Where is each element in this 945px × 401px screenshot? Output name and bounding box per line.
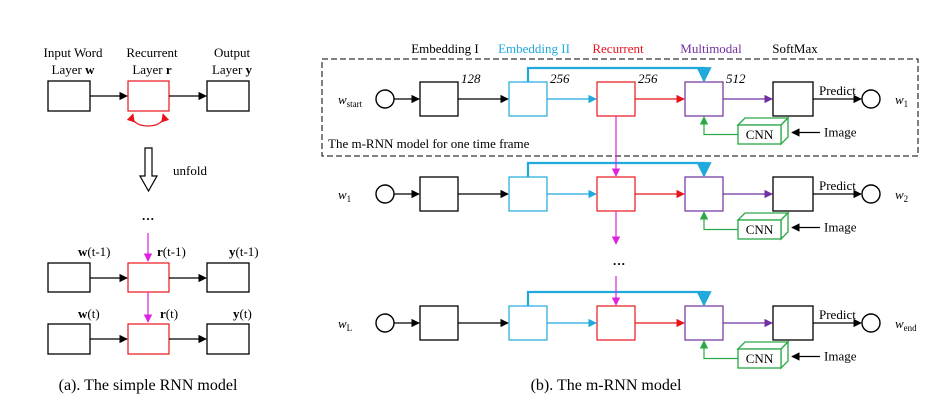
- y-t-minus-1-label: y(t-1): [229, 244, 259, 259]
- y-t-label: y(t): [233, 306, 252, 321]
- header-embedding-2: Embedding II: [498, 41, 570, 56]
- recurrent-self-loop-arrow: [126, 113, 170, 127]
- r-t-minus-1-label: r(t-1): [157, 244, 186, 259]
- row1-dim-label-1: 256: [550, 71, 570, 86]
- row2-multimodal-box: [684, 176, 724, 212]
- row2-embedding-2-box: [508, 176, 548, 212]
- row2-cnn-to-multimodal-arrow: [699, 211, 738, 231]
- row2-predict-label: Predict: [819, 178, 856, 193]
- header-multimodal: Multimodal: [680, 41, 742, 56]
- output-box-t-minus-1: [206, 262, 250, 293]
- row1-embedding-2-box: [508, 81, 548, 117]
- row2-input-word-label: w1: [338, 187, 351, 204]
- header-embedding-1: Embedding I: [411, 41, 479, 56]
- row1-dim-label-3: 512: [726, 71, 746, 86]
- m-rnn-panel: Embedding I Embedding II Recurrent Multi…: [321, 41, 919, 157]
- recurrent-box-t-minus-1: [127, 262, 170, 293]
- row1-cnn-cube-top: [736, 117, 790, 126]
- output-layer-label-line2: Layer y: [212, 62, 253, 77]
- recurrent-layer-box: [127, 80, 170, 112]
- w-t-label: w(t): [78, 306, 100, 321]
- r-t-label: r(t): [160, 306, 178, 321]
- output-layer-box: [206, 80, 250, 112]
- row2-output-word-label: w2: [895, 187, 908, 204]
- row1-dim-label-2: 256: [638, 71, 658, 86]
- input-box-t: [47, 323, 91, 355]
- row2-softmax-box: [772, 176, 814, 212]
- left-ellipsis: ···: [141, 211, 154, 226]
- recurrent-layer-label-line2: Layer r: [132, 62, 172, 77]
- row2-input-word-node: [375, 184, 395, 204]
- row3-image-label: Image: [824, 349, 857, 364]
- right-ellipsis: ···: [612, 256, 625, 271]
- row3-embedding-2-box: [508, 305, 548, 341]
- row2-image-label: Image: [824, 220, 857, 235]
- row3-multimodal-box: [684, 305, 724, 341]
- row1-embedding-1-box: [419, 81, 459, 117]
- header-softmax: SoftMax: [772, 41, 818, 56]
- row3-output-word-node: [861, 313, 881, 333]
- row2-recurrent-box: [596, 176, 636, 212]
- row1-predict-label: Predict: [819, 83, 856, 98]
- row3-cnn-label: CNN: [746, 351, 774, 366]
- row3-recurrent-box: [596, 305, 636, 341]
- recurrent-layer-label-line1: Recurrent: [126, 45, 178, 60]
- row3-input-word-label: wL: [338, 316, 352, 333]
- row1-input-word-node: [375, 89, 395, 109]
- row1-cnn-label: CNN: [746, 127, 774, 142]
- recurrent-box-t: [127, 323, 170, 355]
- unfold-label: unfold: [173, 163, 207, 178]
- row2-cnn-label: CNN: [746, 222, 774, 237]
- input-layer-label-line1: Input Word: [43, 45, 103, 60]
- header-recurrent: Recurrent: [592, 41, 644, 56]
- input-layer-label-line2: Layer w: [52, 62, 96, 77]
- unfold-arrow: [138, 147, 159, 193]
- one-time-frame-label: The m-RNN model for one time frame: [328, 136, 530, 151]
- row2-output-word-node: [861, 184, 881, 204]
- row1-embedding-skip-connection: [526, 66, 712, 83]
- caption-b: (b). The m-RNN model: [531, 377, 682, 394]
- row3-cnn-to-multimodal-arrow: [699, 340, 738, 360]
- caption-a: (a). The simple RNN model: [59, 377, 238, 394]
- row2-cnn-cube-top: [736, 212, 790, 221]
- output-layer-label-line1: Output: [214, 45, 251, 60]
- row3-output-word-label: wend: [895, 316, 917, 333]
- row1-image-label: Image: [824, 125, 857, 140]
- row3-predict-label: Predict: [819, 307, 856, 322]
- row1-dim-label-0: 128: [461, 71, 481, 86]
- input-layer-box: [47, 80, 91, 112]
- row1-output-word-label: w1: [895, 92, 908, 109]
- output-box-t: [206, 323, 250, 355]
- row3-softmax-box: [772, 305, 814, 341]
- row1-cnn-to-multimodal-arrow: [699, 116, 738, 136]
- row3-input-word-node: [375, 313, 395, 333]
- row3-embedding-1-box: [419, 305, 459, 341]
- m-rnn-bottom: ··· (b). The m-RNN model: [531, 256, 682, 394]
- w-t-minus-1-label: w(t-1): [78, 244, 111, 259]
- row1-multimodal-box: [684, 81, 724, 117]
- row2-embedding-1-box: [419, 176, 459, 212]
- one-time-frame-box: [321, 58, 919, 157]
- row3-cnn-cube-top: [736, 341, 790, 350]
- input-box-t-minus-1: [47, 262, 91, 293]
- row1-softmax-box: [772, 81, 814, 117]
- row1-input-word-label: wstart: [338, 92, 363, 109]
- row1-recurrent-box: [596, 81, 636, 117]
- row1-output-word-node: [861, 89, 881, 109]
- simple-rnn-panel: Input Word Layer w Recurrent Layer r Out…: [43, 45, 258, 394]
